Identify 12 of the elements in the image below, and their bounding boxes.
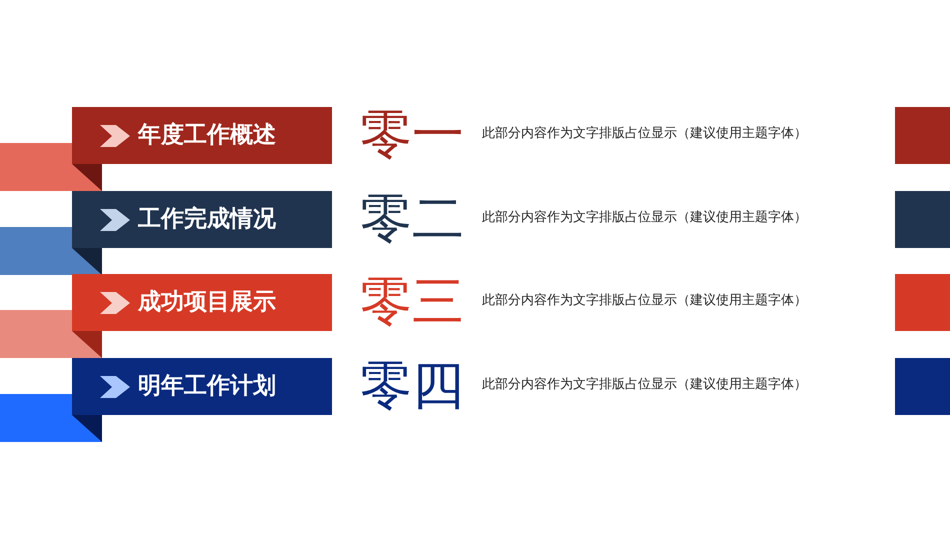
description-text: 此部分内容作为文字排版占位显示（建议使用主题字体）: [482, 125, 807, 143]
title-banner: 工作完成情况: [72, 191, 332, 248]
title-banner: 成功项目展示: [72, 274, 332, 331]
description-text: 此部分内容作为文字排版占位显示（建议使用主题字体）: [482, 209, 807, 227]
section-number: 零二: [360, 189, 464, 249]
description-text: 此部分内容作为文字排版占位显示（建议使用主题字体）: [482, 376, 807, 394]
title-banner: 年度工作概述: [72, 107, 332, 164]
section-number: 零一: [360, 105, 464, 165]
title-banner: 明年工作计划: [72, 358, 332, 415]
section-number: 零三: [360, 272, 464, 332]
section-number: 零四: [360, 356, 464, 416]
description-text: 此部分内容作为文字排版占位显示（建议使用主题字体）: [482, 292, 807, 310]
